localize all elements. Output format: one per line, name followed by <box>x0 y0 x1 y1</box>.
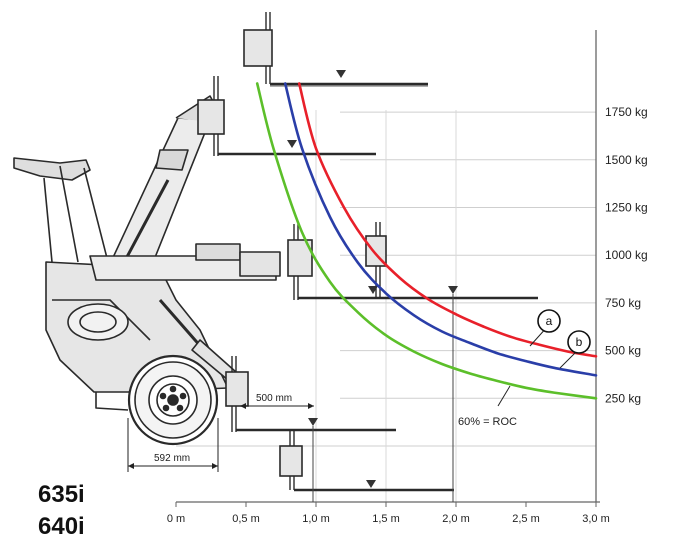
load-centre-marker <box>336 70 346 78</box>
dimension-500mm-label: 500 mm <box>256 393 292 404</box>
series-b-marker-label: b <box>576 335 583 349</box>
load-curves <box>255 82 598 400</box>
y-tick-label: 1000 kg <box>605 248 648 262</box>
roc-label: 60% = ROC <box>458 416 517 428</box>
marker-guide-lines <box>312 294 454 502</box>
x-tick-label: 0 m <box>167 513 185 525</box>
load-centre-marker <box>448 286 458 294</box>
y-tick-label: 1250 kg <box>605 201 648 215</box>
y-tick-label: 1750 kg <box>605 105 648 119</box>
fork-position-low <box>225 356 396 432</box>
y-tick-label: 750 kg <box>605 296 641 310</box>
fork-position-middle <box>287 224 538 300</box>
x-tick-label: 3,0 m <box>582 513 610 525</box>
grid-lines <box>176 110 596 502</box>
loader-machine-illustration <box>13 95 281 446</box>
fork-position-top <box>243 12 428 87</box>
dimension-592mm-label: 592 mm <box>154 453 190 464</box>
dimension-500mm: 500 mm <box>240 393 314 409</box>
x-tick-label: 2,0 m <box>442 513 470 525</box>
y-tick-label: 250 kg <box>605 391 641 405</box>
x-tick-label: 1,5 m <box>372 513 400 525</box>
load-curve-b <box>283 82 598 377</box>
load-centre-marker <box>308 418 318 426</box>
load-centre-marker <box>368 286 378 294</box>
series-a-marker-label: a <box>546 314 553 328</box>
load-curve-a <box>297 82 598 358</box>
series-b-marker: b <box>559 330 591 369</box>
model-name-635i: 635i <box>38 481 85 508</box>
y-tick-label: 1500 kg <box>605 153 648 167</box>
y-tick-labels: 250 kg 500 kg 750 kg 1000 kg 1250 kg 1500 kg 1… <box>605 105 648 405</box>
model-name-640i: 640i <box>38 513 85 540</box>
load-centre-marker <box>366 480 376 488</box>
fork-position-upper <box>197 76 376 156</box>
load-curve-roc <box>255 82 598 400</box>
x-tick-label: 1,0 m <box>302 513 330 525</box>
dimension-592mm: 592 mm <box>127 418 219 472</box>
series-a-marker: a <box>529 309 561 347</box>
x-tick-label: 2,5 m <box>512 513 540 525</box>
fork-carriages <box>197 12 538 492</box>
fork-position-ground <box>279 430 454 492</box>
load-centre-marker <box>287 140 297 148</box>
roc-annotation: 60% = ROC <box>458 385 517 428</box>
x-tick-label: 0,5 m <box>232 513 260 525</box>
load-centre-markers <box>287 70 458 488</box>
x-tick-labels: 0 m 0,5 m 1,0 m 1,5 m 2,0 m 2,5 m 3,0 m <box>167 502 610 525</box>
y-tick-label: 500 kg <box>605 344 641 358</box>
